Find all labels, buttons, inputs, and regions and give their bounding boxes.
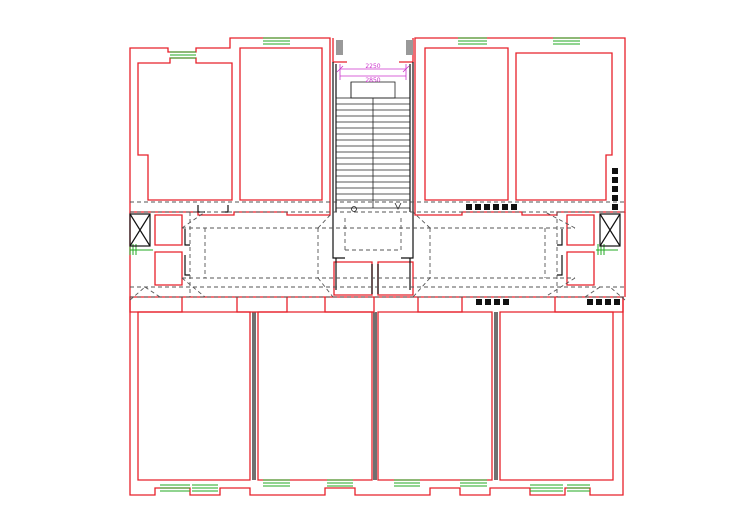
corridor-partitions: [129, 214, 624, 313]
room-bottom-2: [257, 311, 373, 481]
dimension-lines: 2250 2850: [336, 63, 410, 84]
equipment-marker: [475, 204, 481, 210]
dimension-label-upper: 2250: [365, 63, 380, 70]
equipment-marker: [605, 299, 611, 305]
equipment-marker: [511, 204, 517, 210]
equipment-marker: [493, 204, 499, 210]
room-bottom-4: [499, 311, 614, 481]
equipment-marker: [485, 299, 491, 305]
hatched-columns: [336, 40, 413, 55]
corridor-end-panels: [129, 213, 621, 247]
equipment-marker: [612, 195, 618, 201]
room-top-3: [424, 47, 509, 201]
room-bottom-1: [137, 311, 251, 481]
equipment-marker: [466, 204, 472, 210]
rooms: [137, 47, 614, 481]
equipment-marker: [587, 299, 593, 305]
equipment-marker: [612, 168, 618, 174]
equipment-markers: [466, 168, 620, 305]
room-top-4: [515, 52, 613, 201]
equipment-marker: [494, 299, 500, 305]
equipment-marker: [612, 186, 618, 192]
equipment-marker: [596, 299, 602, 305]
windows: [129, 37, 618, 492]
equipment-marker: [503, 299, 509, 305]
equipment-marker: [612, 204, 618, 210]
equipment-marker: [476, 299, 482, 305]
equipment-marker: [502, 204, 508, 210]
beam-lines: [129, 201, 626, 301]
equipment-marker: [484, 204, 490, 210]
dimension-label-lower: 2850: [365, 77, 380, 84]
inner-walls: [184, 62, 563, 294]
room-bottom-3: [377, 311, 493, 481]
staircase: [335, 81, 411, 212]
equipment-marker: [614, 299, 620, 305]
equipment-marker: [612, 177, 618, 183]
room-top-2: [239, 47, 323, 201]
room-top-1: [137, 57, 233, 201]
